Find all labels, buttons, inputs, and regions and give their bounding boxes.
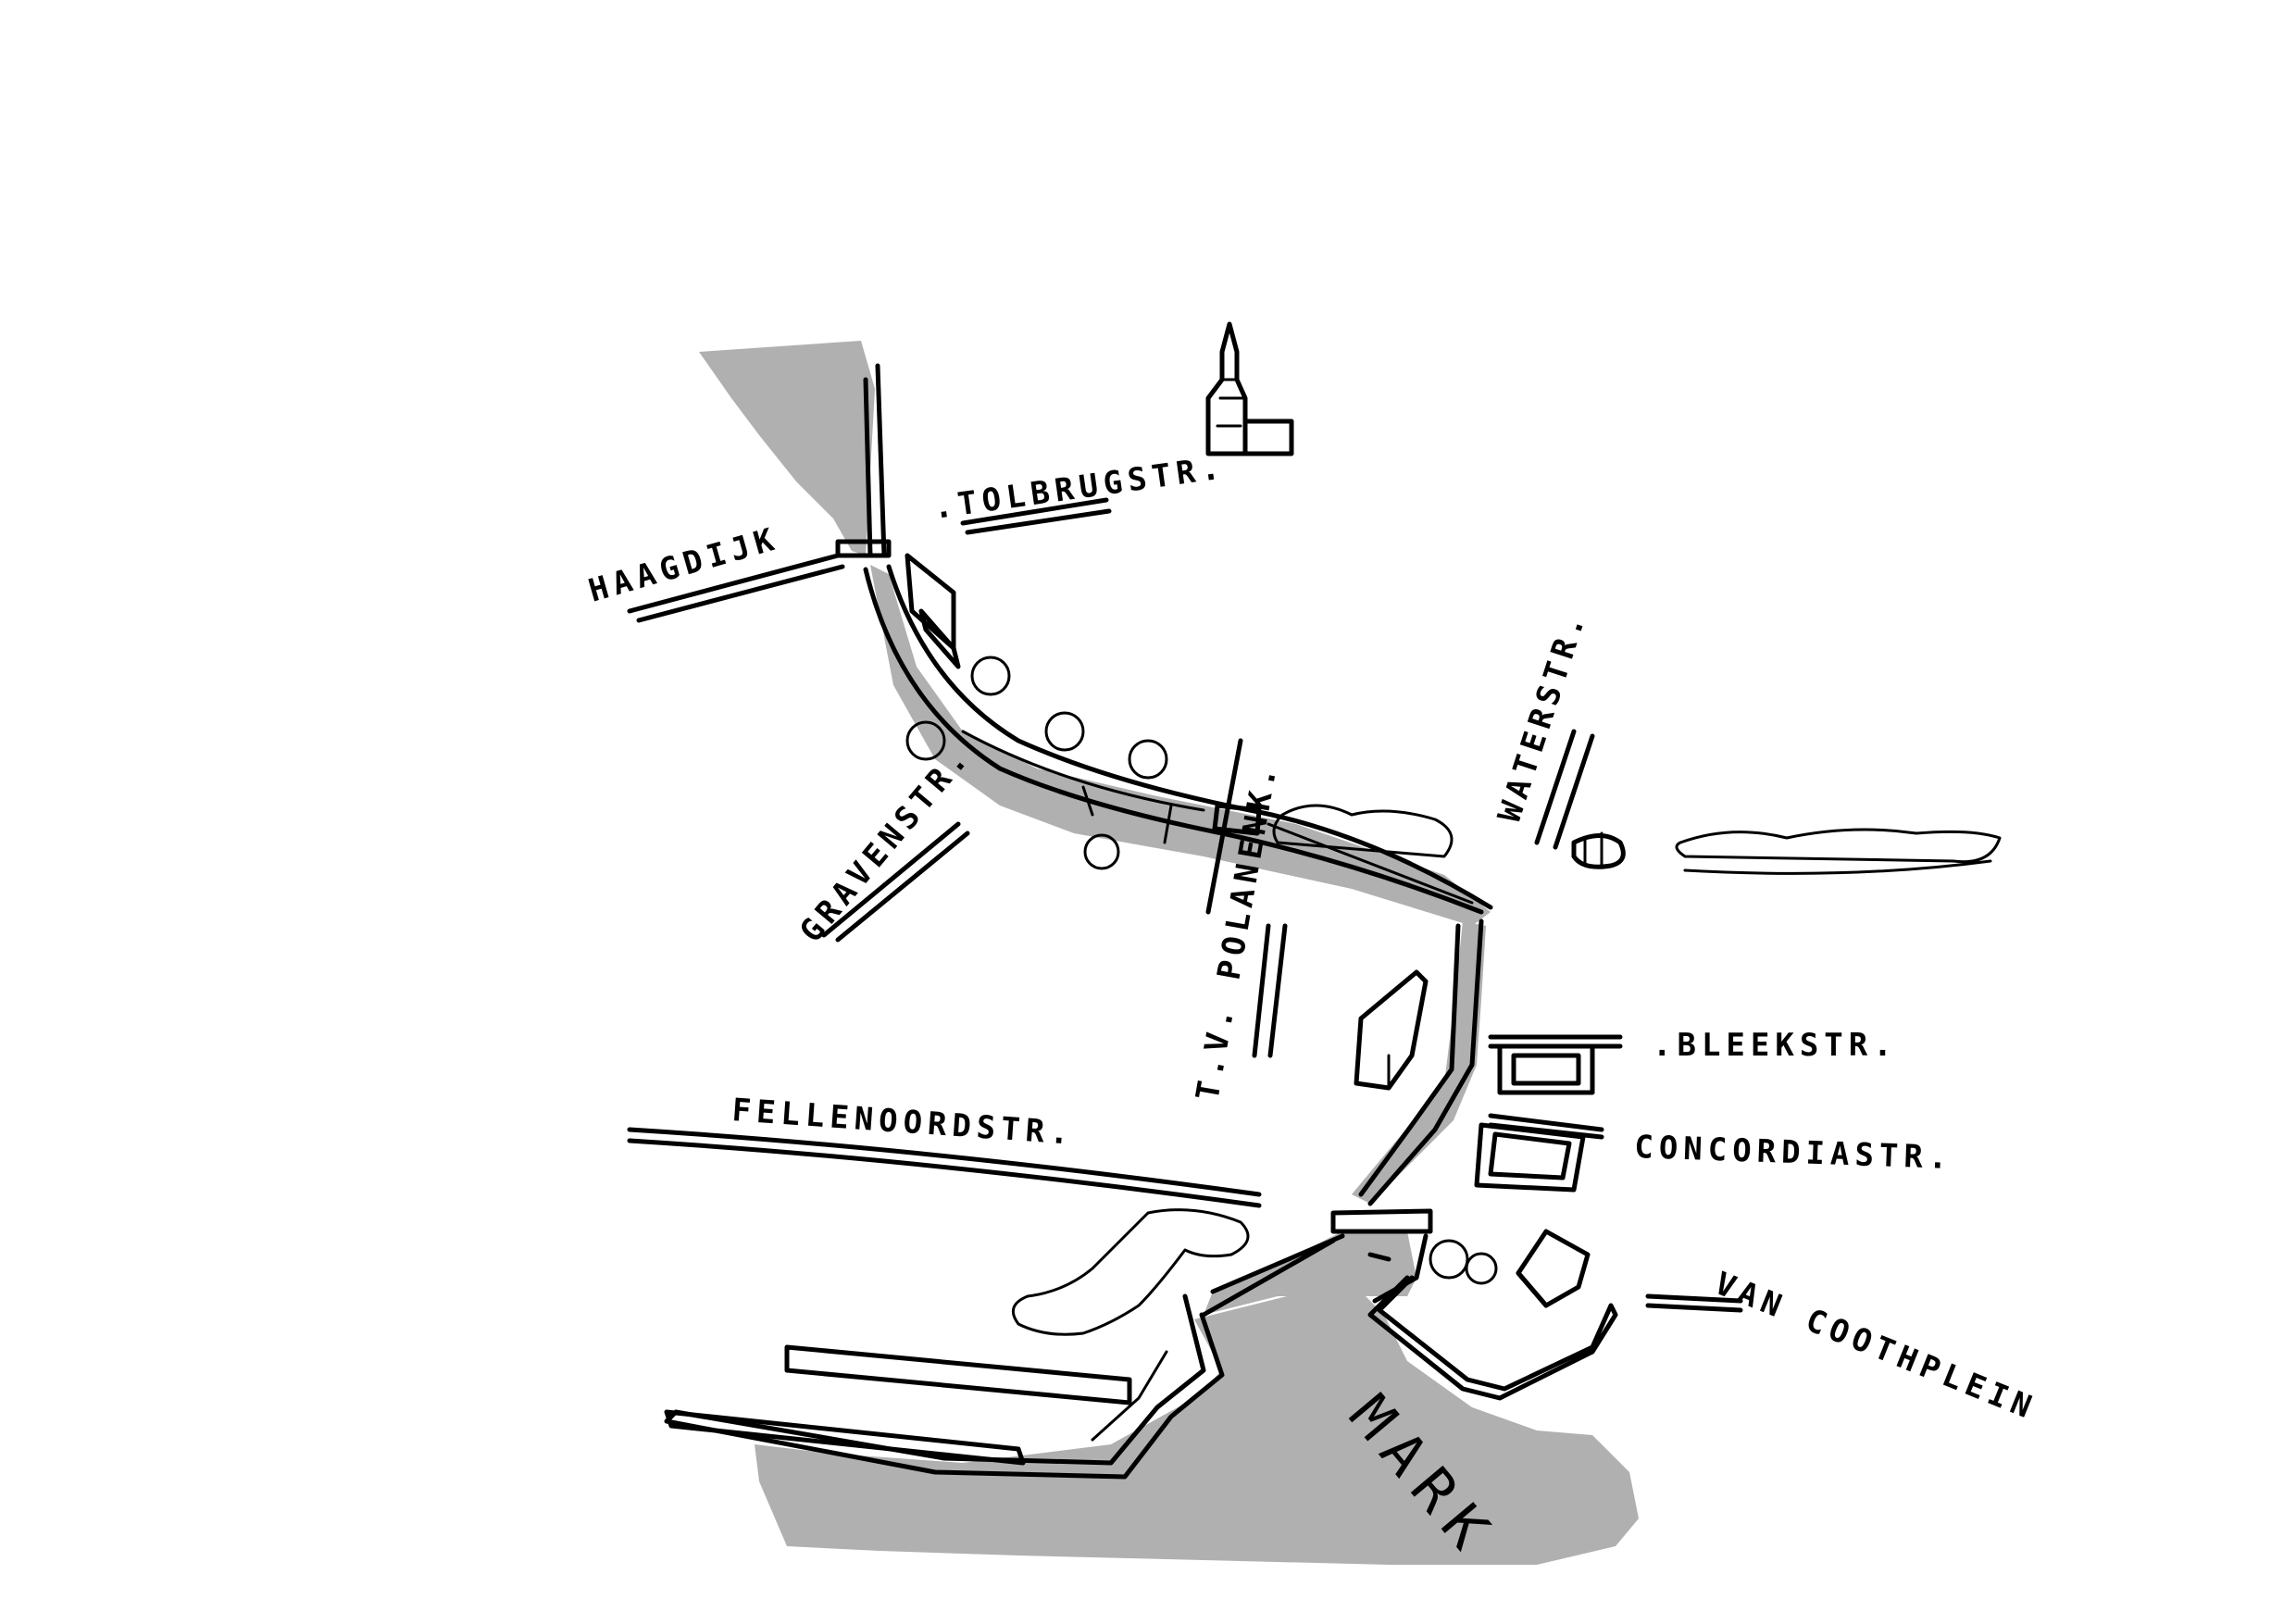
river-mark bbox=[755, 1292, 1639, 1565]
label-gravenstr: GRAVENSTR. bbox=[792, 738, 979, 949]
label-waterstr: WATERSTR. bbox=[1491, 606, 1595, 827]
label-bleekstr: .BLEEKSTR. bbox=[1653, 1027, 1898, 1064]
trees bbox=[905, 656, 2002, 1336]
label-concordiastr: CONCORDIASTR. bbox=[1634, 1129, 1953, 1177]
label-fellenoordstr: FELLENOORDSTR. bbox=[730, 1092, 1075, 1153]
church-tower bbox=[1205, 321, 1294, 456]
buildings-top bbox=[664, 553, 1626, 1466]
canal-edges bbox=[664, 363, 1618, 1480]
label-vancoothplein: VAN COOTHPLEIN bbox=[1710, 1265, 2042, 1428]
